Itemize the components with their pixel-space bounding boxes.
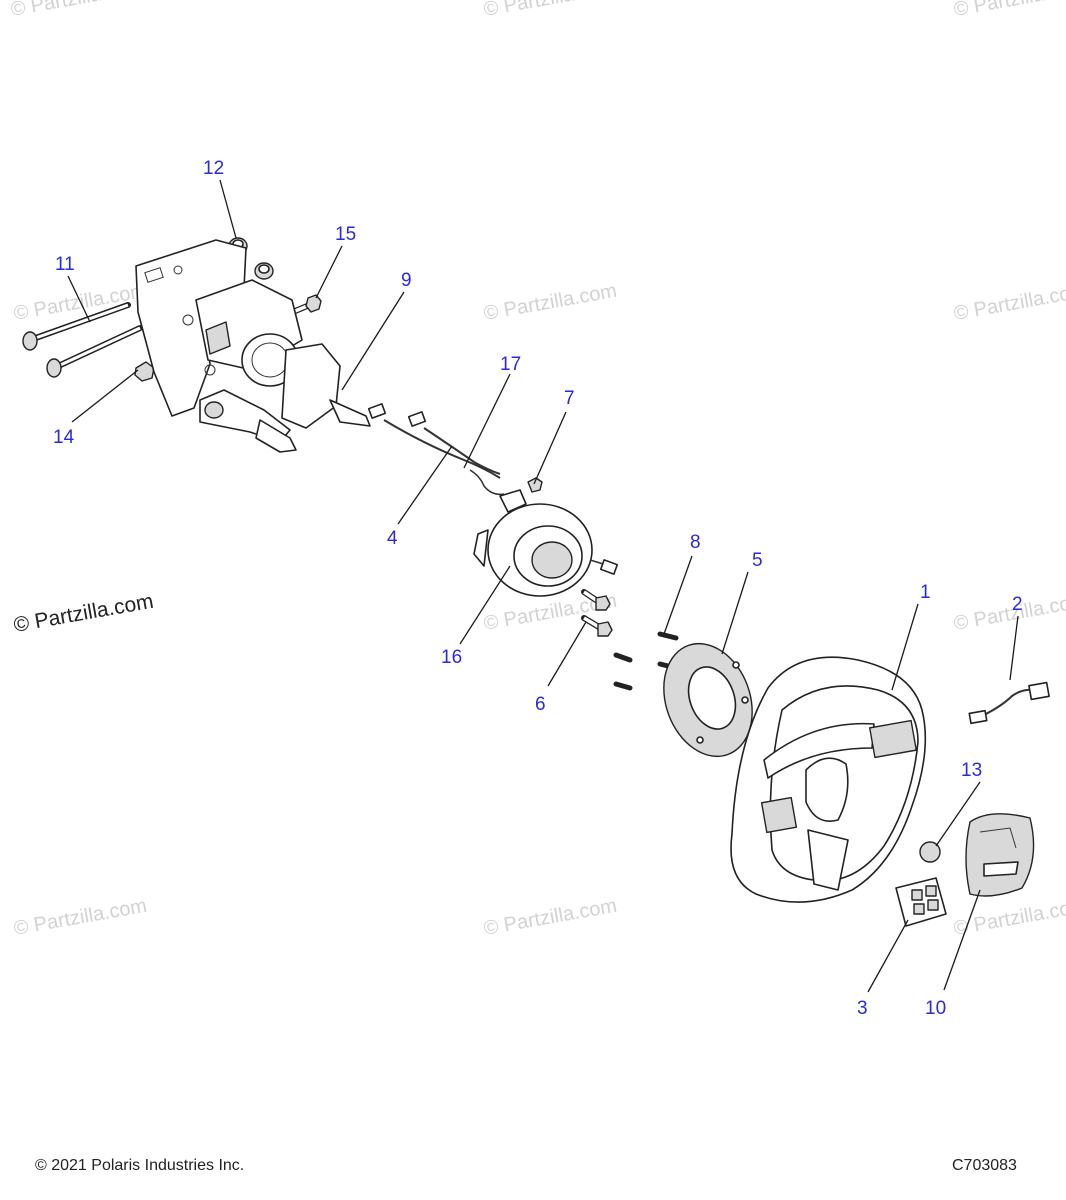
leader-line [219,179,237,239]
leader-line [341,291,405,391]
drawing-number: C703083 [952,1157,1017,1174]
leader-line [71,369,139,423]
small-screw-part [527,477,543,493]
callout-13: 13 [961,760,982,781]
watermark: © Partzilla.com [952,895,1066,940]
callout-labels: 1 2 3 4 5 6 7 8 9 10 11 12 13 14 15 16 1… [53,158,1023,1019]
leader-line [721,571,749,655]
leader-line [459,565,511,645]
watermark: © Partzilla.com [952,590,1066,635]
callout-3: 3 [857,998,868,1019]
leader-line [67,275,91,323]
callout-16: 16 [441,647,462,668]
spacer-ring-part [663,642,753,758]
watermark: © Partzilla.com [482,280,619,325]
trim-cover-part [965,813,1035,897]
bolt-part [581,589,613,637]
callout-17: 17 [500,354,521,375]
leader-line [935,781,981,847]
callout-9: 9 [401,270,412,291]
watermark: © Partzilla.com [952,0,1066,21]
callout-12: 12 [203,158,224,179]
wire-harness-part [367,403,505,496]
steering-wheel-part [730,656,927,903]
button-cap-part [919,841,941,863]
callout-4: 4 [387,528,398,549]
leader-line [463,373,511,469]
leader-line [1009,615,1019,681]
watermark: © Partzilla.com [482,0,619,21]
leader-line [397,445,453,525]
leader-lines [67,179,1019,993]
callout-5: 5 [752,550,763,571]
switch-module-part [895,877,947,927]
wire-lead-part [968,681,1050,725]
leader-line [315,245,343,299]
leader-line [867,919,909,993]
callout-15: 15 [335,224,356,245]
callout-7: 7 [564,388,575,409]
partzilla-watermark: © Partzilla.com [12,590,155,637]
leader-line [663,555,693,635]
callout-10: 10 [925,998,946,1019]
callout-6: 6 [535,694,546,715]
callout-14: 14 [53,427,75,448]
leader-line [533,411,567,485]
callout-11: 11 [55,254,75,275]
steering-column-part [135,239,371,453]
clock-spring-part [473,489,619,597]
nut-part [134,361,155,382]
copyright-notice: © 2021 Polaris Industries Inc. [35,1157,245,1174]
leader-line [943,889,981,991]
watermark: © Partzilla.com [9,0,146,21]
callout-2: 2 [1012,594,1023,615]
callout-8: 8 [690,532,701,553]
watermark: © Partzilla.com [952,280,1066,325]
watermark: © Partzilla.com [482,895,619,940]
watermark: © Partzilla.com [12,895,149,940]
long-bolt-part [22,302,143,378]
leader-line [891,603,919,691]
callout-1: 1 [920,582,931,603]
leader-line [547,621,587,687]
